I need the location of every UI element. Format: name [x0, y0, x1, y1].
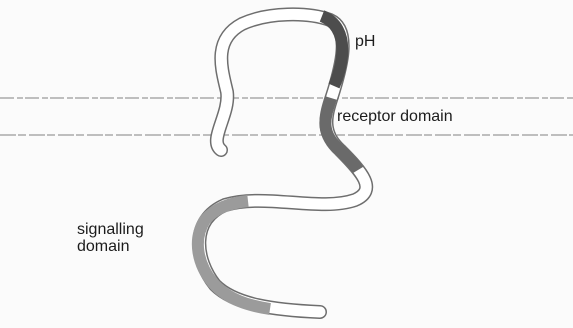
ph-label: pH — [355, 33, 375, 50]
receptor-domain-label: receptor domain — [337, 108, 453, 125]
ph-domain-segment — [322, 16, 342, 86]
signalling-domain-label-line1: signalling — [77, 221, 144, 238]
signalling-domain-label: signalling domain — [77, 221, 144, 255]
signalling-domain-label-line2: domain — [77, 238, 144, 255]
signalling-domain-segment — [198, 201, 270, 309]
